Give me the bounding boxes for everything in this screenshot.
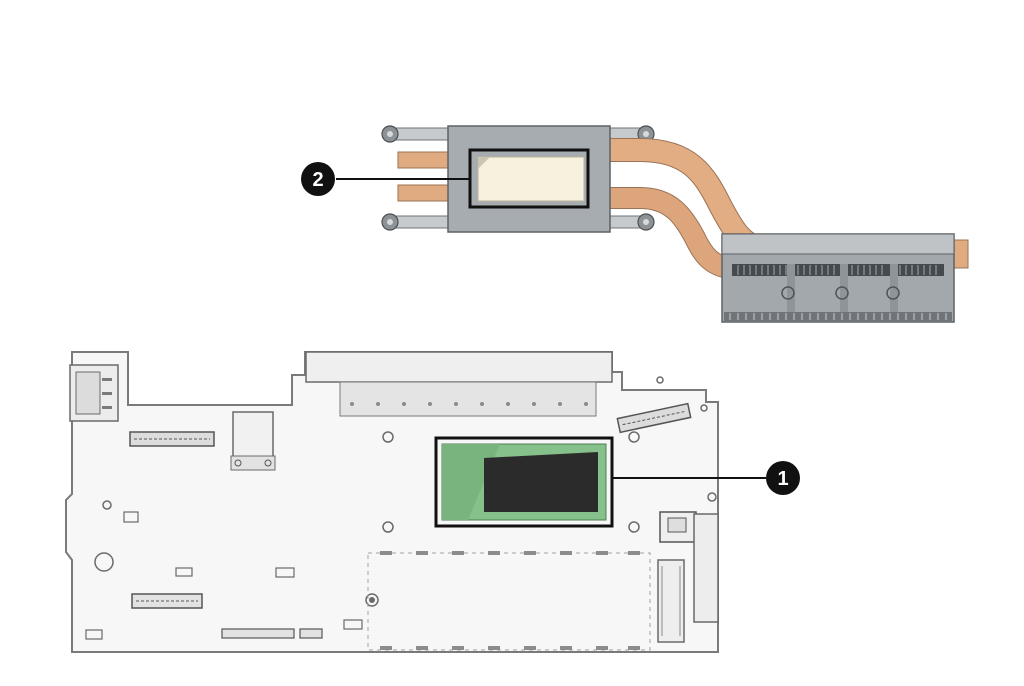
callout-1-label: 1 <box>777 468 788 490</box>
side-port-connector-inner <box>75 371 101 415</box>
callout-2-label: 2 <box>312 169 323 191</box>
small-component <box>123 511 139 523</box>
callout-2-badge <box>301 162 335 196</box>
top-edge-connector-housing <box>305 351 613 383</box>
thermal-pad-corner <box>478 157 490 169</box>
processor-die <box>484 452 598 512</box>
memory-area-outline <box>367 552 651 651</box>
heat-pipe-stub-lower <box>397 184 451 202</box>
fin-block-top-face <box>721 233 955 255</box>
mounting-screw <box>637 213 655 231</box>
mounting-screw <box>637 125 655 143</box>
mounting-screw <box>381 125 399 143</box>
callout-1-badge <box>766 461 800 495</box>
small-component <box>275 567 295 578</box>
fin-block-bottom-teeth <box>724 312 952 321</box>
bottom-edge-connector <box>221 628 295 639</box>
callout-1-highlight-box <box>434 436 614 528</box>
top-edge-connector-pins <box>350 402 588 406</box>
small-component <box>343 619 363 630</box>
bottom-small-connector <box>299 628 323 639</box>
heat-pipe <box>600 188 732 278</box>
right-slot-connector-pins <box>661 566 681 636</box>
heat-sink-thermal-pad <box>477 156 585 202</box>
callout-1: 1 <box>612 461 800 495</box>
right-port-housing <box>693 513 719 623</box>
fin-block-holes <box>781 286 900 300</box>
small-component <box>85 629 103 640</box>
small-component <box>175 567 193 577</box>
system-board-outline <box>65 351 719 653</box>
heat-sink <box>381 125 969 323</box>
fin-vent-slots <box>737 265 937 275</box>
heat-pipe-stub-upper <box>397 151 451 169</box>
callout-2: 2 <box>301 162 470 196</box>
square-component-base <box>230 455 276 471</box>
square-component <box>232 411 274 459</box>
board-mounting-holes <box>94 376 717 607</box>
top-edge-connector-body <box>339 381 597 417</box>
side-port-pins <box>102 378 112 409</box>
memory-area-pads <box>380 551 640 650</box>
angled-connector <box>616 402 692 434</box>
system-board <box>65 351 719 653</box>
fin-block-bottom-teeth-slots <box>729 313 947 320</box>
mounting-screw <box>381 213 399 231</box>
